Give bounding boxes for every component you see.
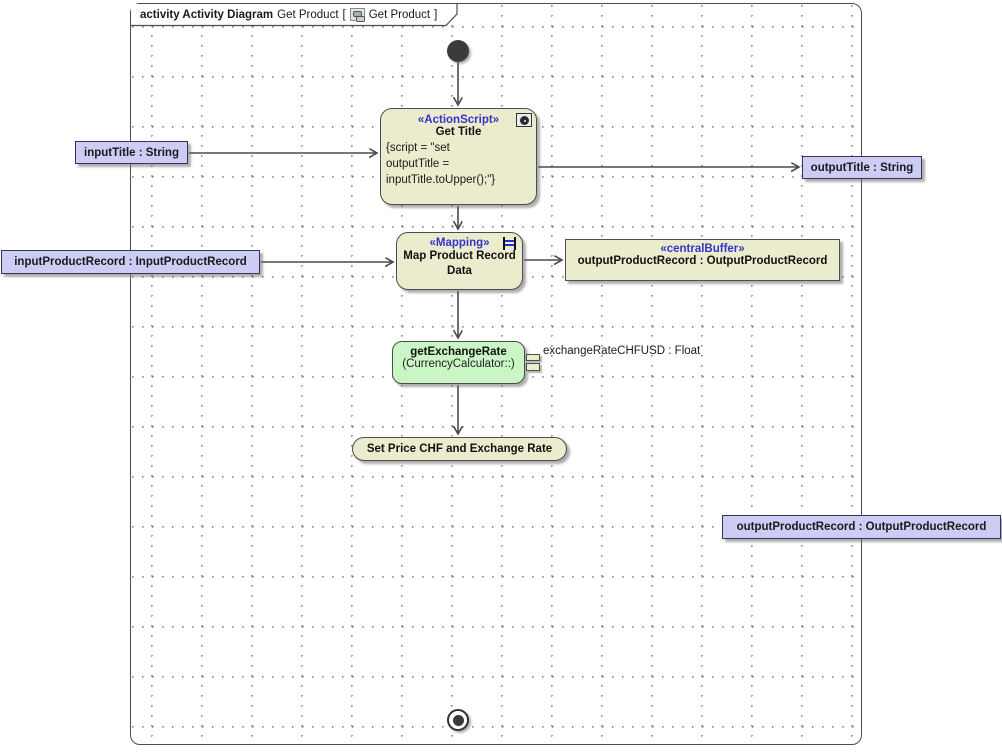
frame-close-bracket: ] (434, 8, 438, 21)
pin-label: exchangeRateCHFUSD : Float (543, 345, 701, 357)
mapping-stereotype: «Mapping» (429, 237, 490, 249)
central-buffer-stereotype: «centralBuffer» (660, 243, 745, 255)
parameter-input-product-record[interactable]: inputProductRecord : InputProductRecord (1, 250, 260, 274)
get-exchange-name: getExchangeRate (410, 346, 507, 358)
parameter-output-product-record[interactable]: outputProductRecord : OutputProductRecor… (722, 515, 1001, 539)
activity-diagram-icon (350, 8, 365, 21)
action-map-product-record-data[interactable]: «Mapping» Map Product Record Data (396, 232, 523, 290)
call-get-exchange-rate[interactable]: getExchangeRate (CurrencyCalculator::) (392, 341, 525, 384)
output-pin-arrow[interactable] (526, 363, 540, 371)
parameter-input-title[interactable]: inputTitle : String (75, 141, 188, 164)
central-buffer-node[interactable]: «centralBuffer» outputProductRecord : Ou… (565, 239, 840, 281)
frame-keyword: activity Activity Diagram (140, 8, 274, 21)
mapping-name: Map Product Record Data (403, 250, 516, 277)
parameter-input-title-label: inputTitle : String (84, 146, 179, 159)
activity-final-node[interactable] (447, 709, 469, 731)
frame-open-bracket: [ (342, 8, 346, 21)
parameter-output-title-label: outputTitle : String (810, 161, 914, 174)
set-price-name: Set Price CHF and Exchange Rate (366, 443, 553, 455)
frame-tab-inner-name: Get Product (368, 8, 431, 21)
action-script-icon (516, 113, 532, 127)
activity-final-inner-dot (452, 714, 464, 726)
action-set-price[interactable]: Set Price CHF and Exchange Rate (352, 437, 567, 461)
mapping-icon (503, 237, 516, 250)
get-exchange-qualifier: (CurrencyCalculator::) (402, 358, 515, 370)
output-pin[interactable] (526, 354, 540, 361)
action-get-title[interactable]: «ActionScript» Get Title {script = "set … (380, 108, 537, 205)
get-title-name: Get Title (435, 126, 482, 138)
frame-title-tab[interactable]: activity Activity Diagram Get Product [ … (131, 4, 457, 25)
get-title-script: {script = "set outputTitle = inputTitle.… (386, 142, 496, 186)
get-title-stereotype: «ActionScript» (417, 114, 500, 126)
initial-node[interactable] (447, 40, 469, 62)
parameter-output-title[interactable]: outputTitle : String (802, 156, 922, 179)
frame-diagram-name: Get Product (277, 8, 339, 21)
central-buffer-name: outputProductRecord : OutputProductRecor… (577, 255, 828, 267)
parameter-output-product-record-label: outputProductRecord : OutputProductRecor… (736, 521, 987, 533)
parameter-input-product-record-label: inputProductRecord : InputProductRecord (14, 256, 247, 268)
